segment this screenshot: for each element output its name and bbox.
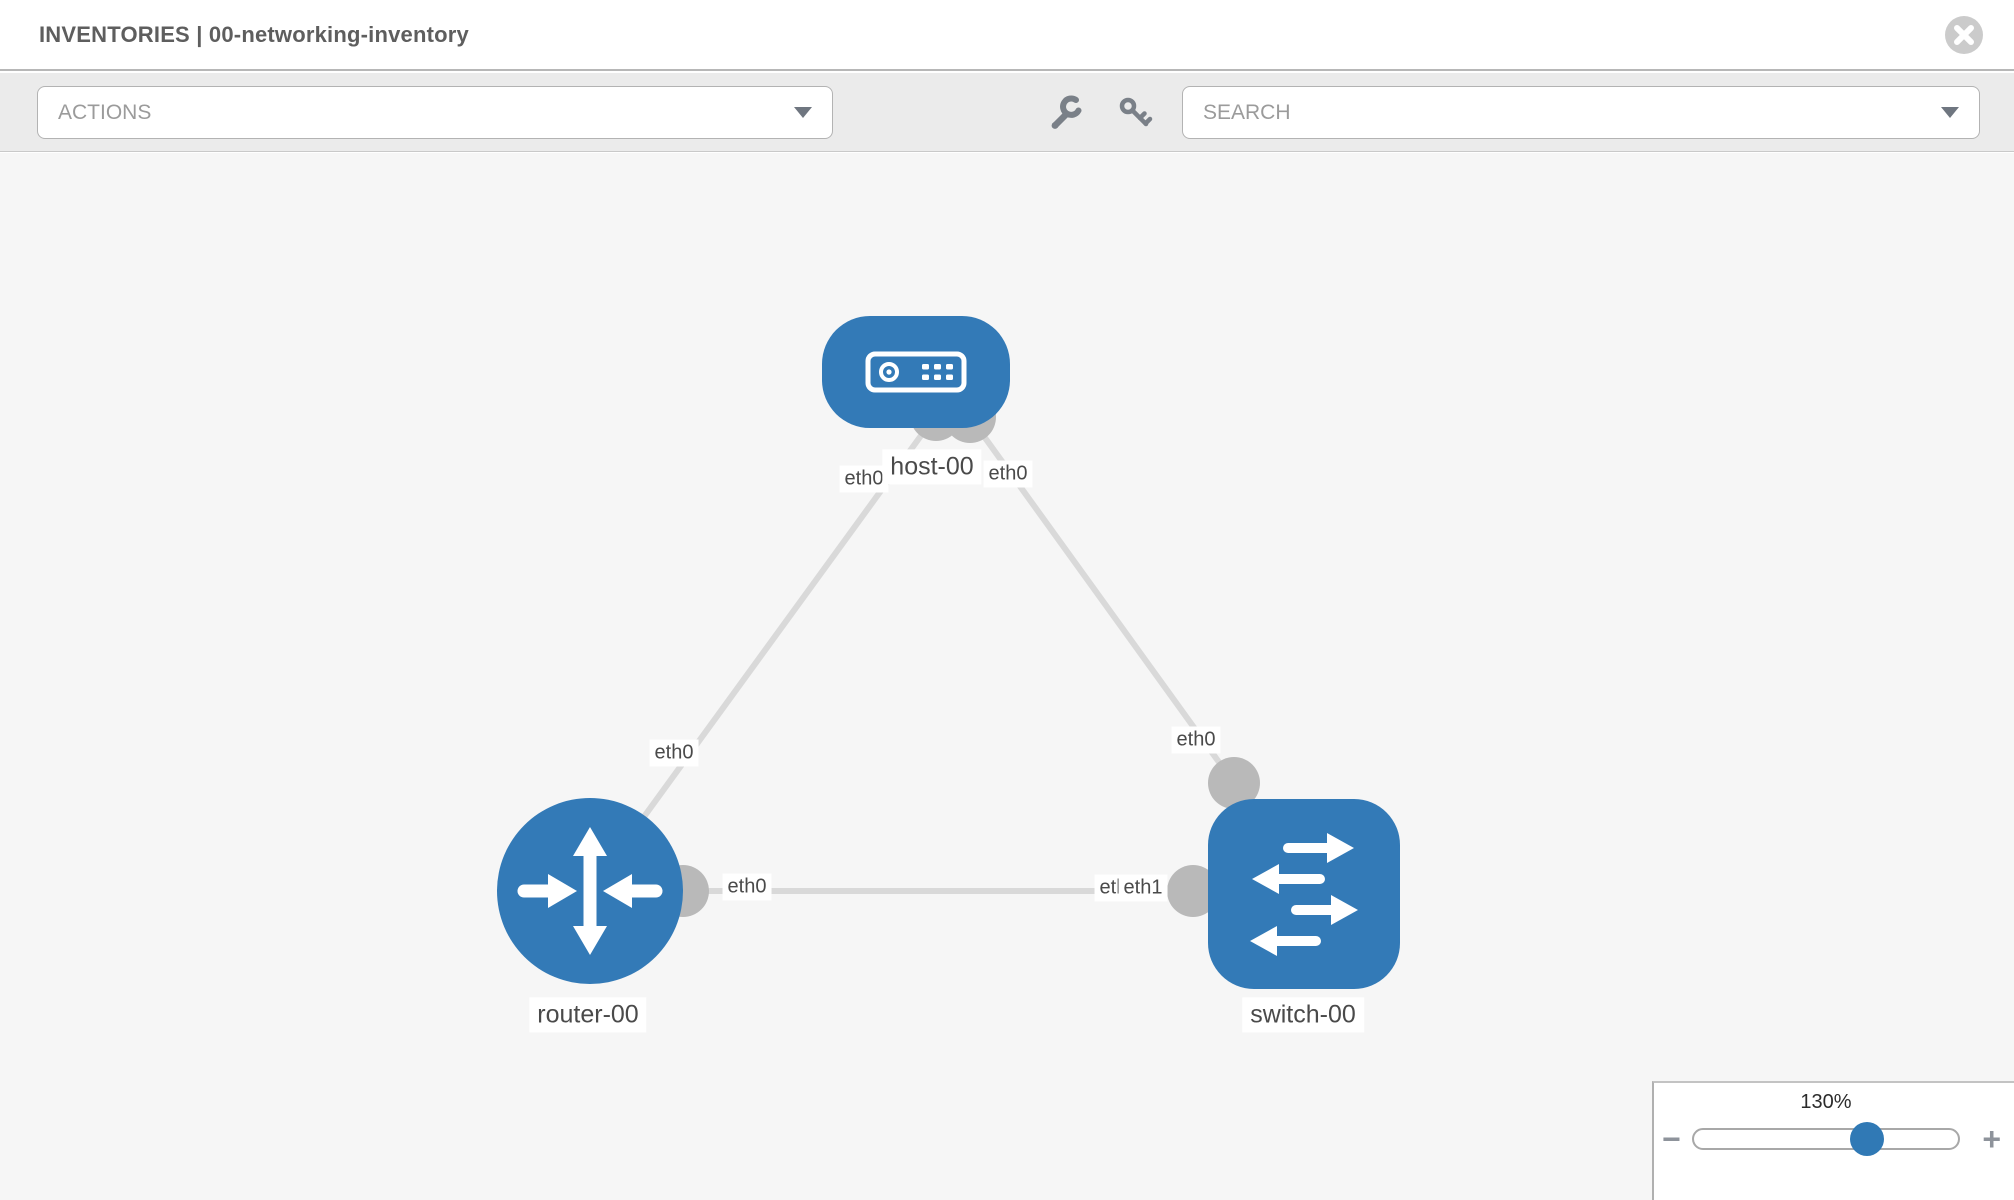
zoom-control-panel: 130% − +: [1652, 1081, 2014, 1200]
zoom-level-value: 130%: [1800, 1091, 1852, 1113]
interface-label: eth0: [1171, 726, 1221, 754]
zoom-slider-handle[interactable]: [1850, 1122, 1884, 1156]
router-icon: [517, 827, 663, 955]
actions-dropdown-label: ACTIONS: [58, 100, 152, 124]
node-router-00[interactable]: [497, 798, 683, 984]
toolbar: ACTIONS SEARCH: [0, 73, 2014, 152]
wrench-icon[interactable]: [1048, 95, 1084, 131]
actions-dropdown[interactable]: ACTIONS: [37, 86, 833, 139]
interface-label: eth1: [1118, 874, 1168, 902]
topology-graph[interactable]: [0, 153, 2014, 1200]
zoom-slider-track[interactable]: [1692, 1122, 1960, 1156]
node-switch-00[interactable]: [1208, 799, 1400, 989]
interface-label: eth0: [722, 873, 772, 901]
key-icon[interactable]: [1117, 95, 1153, 131]
link-host-router[interactable]: [587, 413, 939, 893]
interface-label: eth0: [983, 460, 1033, 488]
chevron-down-icon: [1941, 107, 1959, 118]
zoom-out-button[interactable]: −: [1662, 1121, 1681, 1157]
node-label-host-00: host-00: [882, 449, 982, 485]
node-label-switch-00: switch-00: [1242, 997, 1364, 1033]
interface-label: eth0: [839, 465, 889, 493]
node-host-00[interactable]: [822, 316, 1010, 428]
chevron-down-icon: [794, 107, 812, 118]
search-dropdown-label: SEARCH: [1203, 100, 1291, 124]
page-title: INVENTORIES | 00-networking-inventory: [39, 21, 469, 47]
close-icon[interactable]: [1945, 16, 1983, 54]
search-dropdown[interactable]: SEARCH: [1182, 86, 1980, 139]
node-label-router-00: router-00: [529, 997, 647, 1033]
zoom-in-button[interactable]: +: [1982, 1121, 2001, 1157]
connector-switch-eth1[interactable]: [1167, 865, 1219, 917]
interface-label: eth0: [649, 739, 699, 767]
host-icon: [865, 351, 967, 393]
connector-switch-eth0[interactable]: [1208, 757, 1260, 809]
topology-canvas[interactable]: eth0 eth0 eth0 eth0 eth0 eth0 eth1 host-…: [0, 153, 2014, 1200]
switch-icon: [1250, 833, 1358, 956]
links: [587, 413, 1237, 894]
breadcrumb-header: INVENTORIES | 00-networking-inventory: [0, 0, 2014, 71]
